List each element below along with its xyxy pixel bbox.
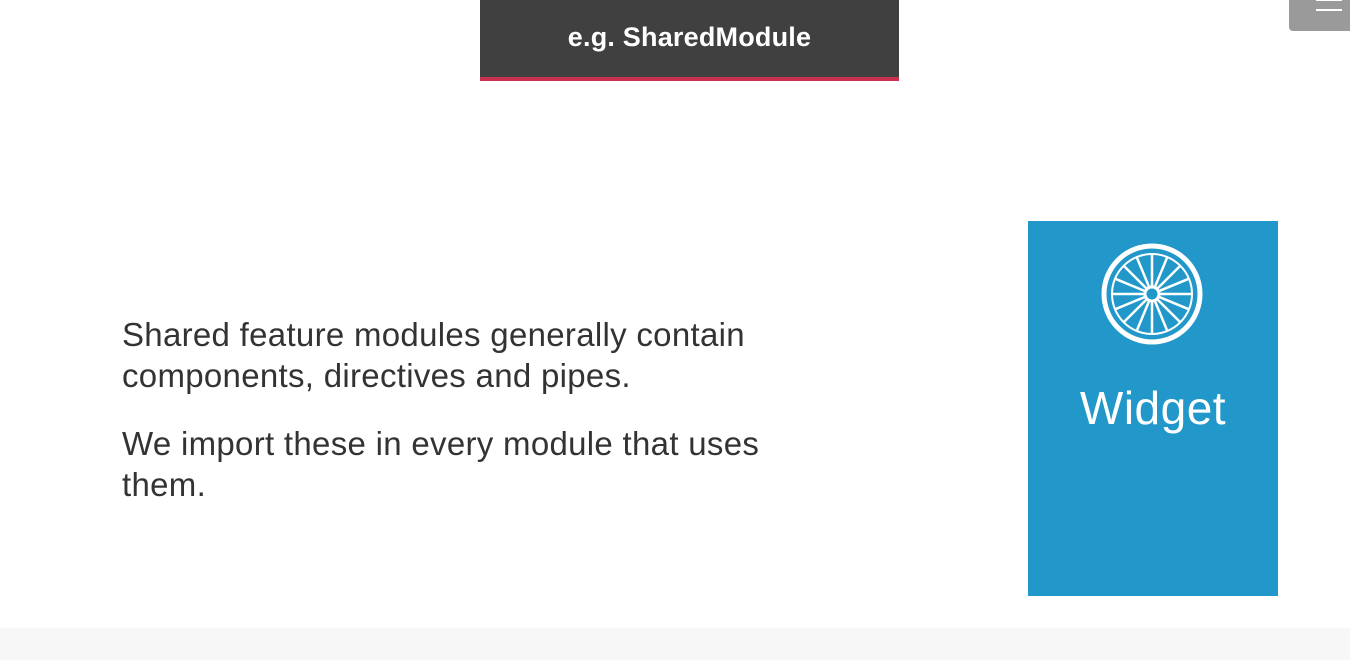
hamburger-icon-bar [1316, 9, 1342, 11]
slide-body: Shared feature modules generally contain… [122, 314, 902, 505]
body-paragraph-1: Shared feature modules generally contain… [122, 316, 745, 394]
menu-button[interactable] [1289, 0, 1350, 31]
widget-label: Widget [1079, 382, 1227, 434]
wheel-icon [1101, 243, 1203, 345]
widget-card: Widget [1028, 221, 1278, 596]
hamburger-icon [1316, 0, 1342, 1]
body-paragraph-2: We import these in every module that use… [122, 425, 760, 503]
slide-title: e.g. SharedModule [567, 22, 812, 52]
title-banner: e.g. SharedModule [480, 0, 899, 81]
slide-footer-band [0, 628, 1350, 660]
